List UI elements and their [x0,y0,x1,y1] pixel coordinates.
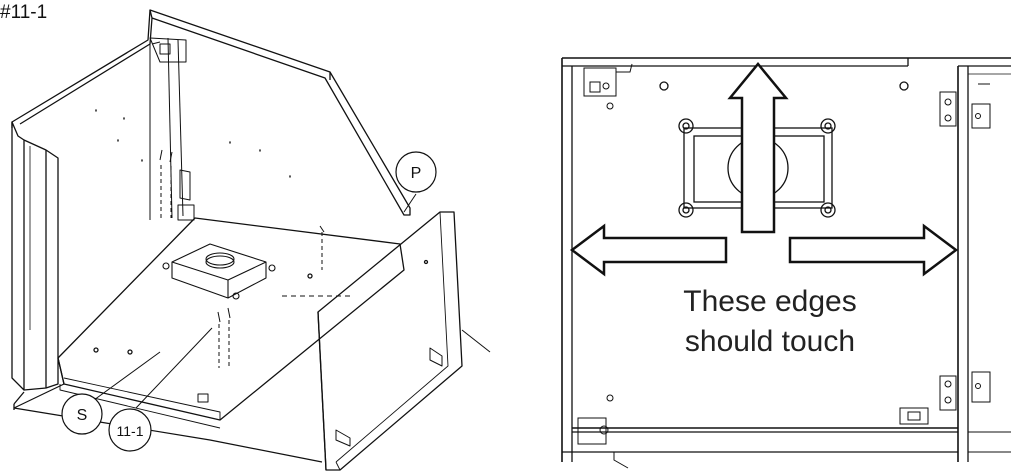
left-side-panel [11,121,25,391]
center-fitting [162,243,276,300]
arrow-left [569,223,728,277]
callout-p: P [395,151,437,193]
screw-set-lower [217,295,352,368]
bracket-bottom-left [577,394,614,445]
isometric-cabinet-view [11,9,491,471]
note-line-2: should touch [684,325,856,358]
bracket-right-upper [939,83,991,129]
bracket-top-left [583,63,633,110]
callout-11-1: 11-1 [108,408,152,452]
arrow-right [788,223,959,277]
svg-text:P: P [411,165,422,182]
edges-note: These edges should touch [640,282,900,362]
side-panel-p [317,211,491,471]
bracket-right-lower [939,371,991,411]
back-wall [149,9,411,216]
top-down-view [561,57,1011,469]
direction-arrows [569,62,959,277]
arrow-up [727,62,789,234]
bracket-bottom-right [899,407,929,425]
floor-plate [57,217,405,421]
screw-set-upper [159,149,325,270]
note-line-1: These edges [683,285,857,318]
callout-s: S [61,393,103,435]
svg-text:S: S [77,407,88,424]
svg-text:11-1: 11-1 [117,423,144,439]
step-label: #11-1 [0,2,48,23]
